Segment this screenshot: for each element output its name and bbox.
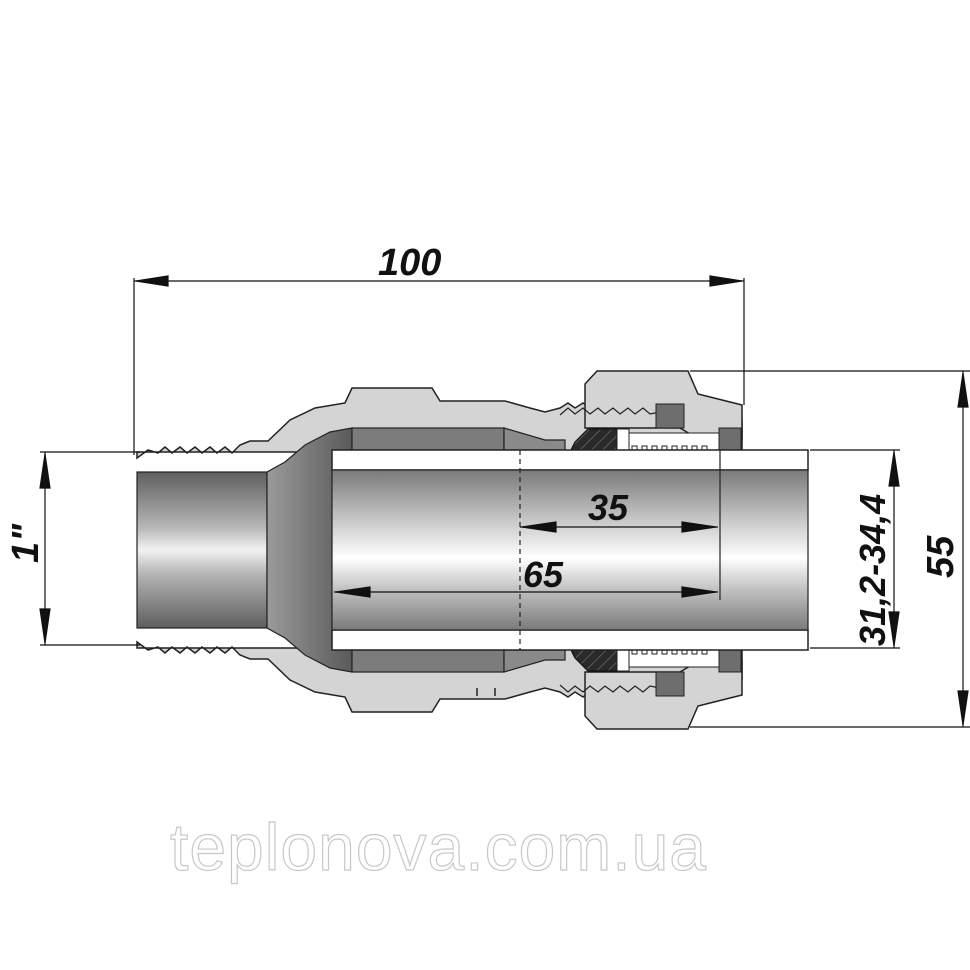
end-washer-upper bbox=[718, 427, 742, 451]
inner-sleeve-lower bbox=[351, 649, 505, 673]
dimension-label-pipe-od: 31,2-34,4 bbox=[852, 494, 893, 646]
end-washer-lower bbox=[718, 649, 742, 673]
nut-thread-lower bbox=[559, 684, 661, 693]
pipe-wall-lower bbox=[331, 629, 809, 651]
sleeve-taper-lower bbox=[503, 649, 566, 673]
sleeve-taper-upper bbox=[503, 427, 566, 451]
dimension-label-seal-zone: 35 bbox=[588, 487, 629, 528]
dimension-55 bbox=[690, 370, 970, 728]
nut-thread-upper bbox=[559, 407, 661, 416]
inlet-bore bbox=[136, 471, 268, 629]
retaining-ring-upper bbox=[655, 403, 685, 429]
dimension-65 bbox=[334, 586, 718, 598]
dimension-35 bbox=[520, 521, 718, 533]
clamp-teeth-lower bbox=[631, 650, 708, 655]
dimension-label-insert-depth: 65 bbox=[523, 554, 564, 595]
watermark-text: teplonova.com.ua bbox=[170, 810, 707, 884]
pipe bbox=[331, 449, 809, 651]
spacer-lower bbox=[616, 649, 630, 672]
dimension-thread bbox=[39, 451, 140, 646]
clamp-teeth-upper bbox=[631, 445, 708, 450]
inner-sleeve-upper bbox=[351, 427, 505, 451]
dimension-100 bbox=[133, 275, 745, 455]
dimension-label-thread: 1" bbox=[5, 523, 47, 563]
pipe-bore bbox=[331, 469, 809, 631]
dimension-label-nut-diameter: 55 bbox=[920, 535, 962, 578]
spacer-upper bbox=[616, 428, 630, 451]
pipe-wall-upper bbox=[331, 449, 809, 471]
dimension-pipe-od bbox=[810, 449, 900, 649]
dimension-label-length: 100 bbox=[378, 242, 441, 284]
retaining-ring-lower bbox=[655, 671, 685, 697]
seal-assembly bbox=[569, 403, 742, 697]
